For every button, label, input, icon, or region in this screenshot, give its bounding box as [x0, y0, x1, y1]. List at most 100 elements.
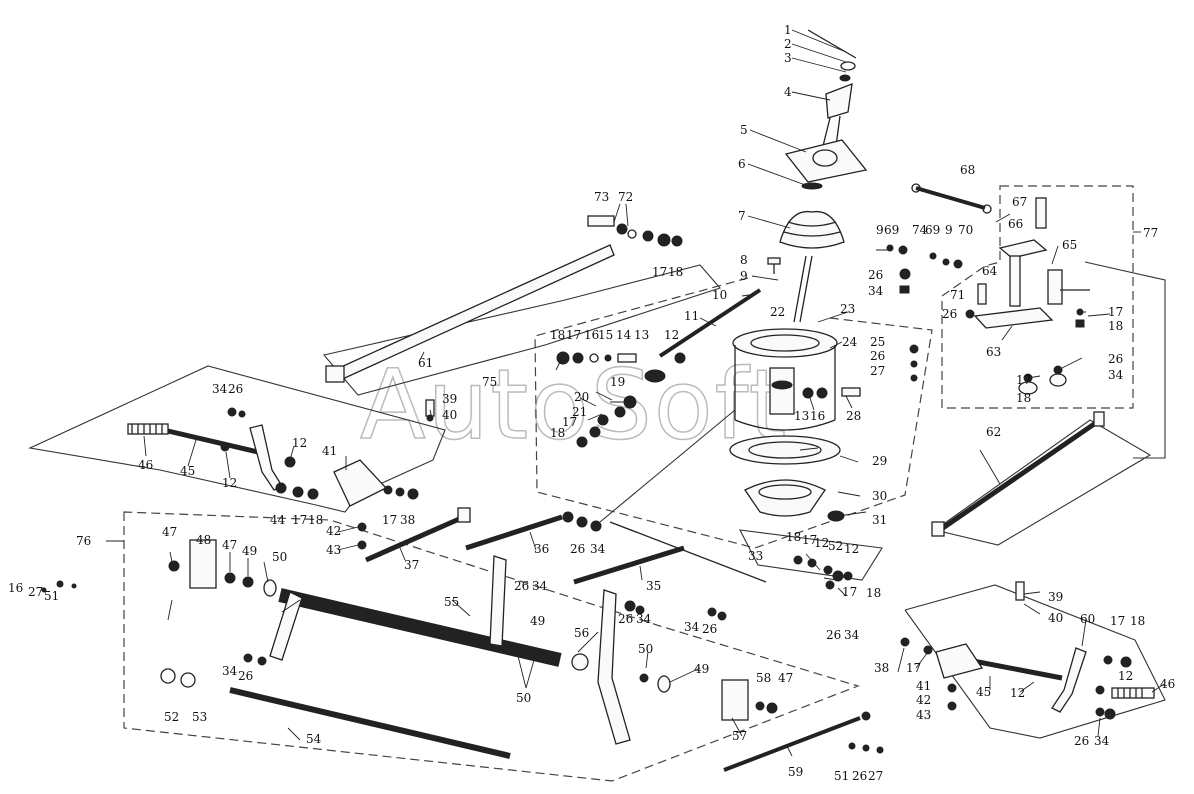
callout: 16 [8, 581, 23, 595]
top-left-rod-plane [322, 264, 721, 396]
callout: 68 [960, 163, 975, 177]
callout: 72 [618, 190, 633, 204]
callout: 13 [794, 409, 809, 423]
callout: 34 [1094, 734, 1110, 748]
callout: 41 [916, 679, 931, 693]
group-77-inner-plane [1084, 261, 1166, 459]
callout: 27 [868, 769, 883, 783]
callout: 14 [616, 328, 632, 342]
callout: 17 [802, 533, 817, 547]
group-label-75: 75 [482, 375, 497, 389]
callout: 18 [786, 530, 801, 544]
callout: 17 [842, 585, 857, 599]
callout: 5 [740, 123, 748, 137]
callout: 30 [872, 489, 887, 503]
callout: 12 [1118, 669, 1133, 683]
callout: 15 [598, 328, 613, 342]
callout: 47 [778, 671, 793, 685]
rod-61 [325, 215, 683, 383]
callout: 67 [1012, 195, 1027, 209]
callout: 69 [925, 223, 940, 237]
callout: 7 [738, 209, 746, 223]
callout: 70 [958, 223, 973, 237]
callout: 44 [270, 513, 286, 527]
callout: 18 [1016, 391, 1031, 405]
callout: 66 [1008, 217, 1023, 231]
right-rod-plane [933, 419, 1152, 546]
callout: 49 [530, 614, 545, 628]
right-linkage [900, 411, 1155, 720]
callout: 18 [550, 426, 565, 440]
callout: 31 [872, 513, 887, 527]
callout: 59 [788, 765, 803, 779]
callout: 12 [844, 542, 859, 556]
callout: 48 [196, 533, 211, 547]
callout: 18 [308, 513, 323, 527]
callout: 26 [702, 622, 717, 636]
callout: 38 [400, 513, 415, 527]
callout: 51 [44, 589, 59, 603]
group-76-boundary [123, 511, 860, 782]
callout: 43 [326, 543, 341, 557]
callout: 21 [572, 405, 587, 419]
callout: 41 [322, 444, 337, 458]
callout: 13 [634, 328, 649, 342]
callout: 46 [1160, 677, 1175, 691]
callout: 37 [404, 558, 419, 572]
callout: 2 [784, 37, 792, 51]
callout: 17 [906, 661, 921, 675]
shifter-housing [729, 328, 845, 522]
callout: 20 [574, 390, 589, 404]
callout: 18 [668, 265, 683, 279]
callout: 62 [986, 425, 1001, 439]
callout: 26 [228, 382, 243, 396]
callout: 46 [138, 458, 153, 472]
callout: 26 [238, 669, 253, 683]
callout: 17 [566, 328, 581, 342]
callout: 50 [272, 550, 287, 564]
callout: 19 [610, 375, 625, 389]
callout: 8 [740, 253, 748, 267]
callout: 43 [916, 708, 931, 722]
callout: 71 [950, 288, 965, 302]
callout: 58 [756, 671, 771, 685]
callout: 34 [532, 579, 548, 593]
group-label-76: 76 [76, 534, 91, 548]
callout: 23 [840, 302, 855, 316]
callout: 18 [1130, 614, 1145, 628]
callout: 26 [570, 542, 585, 556]
callout: 27 [870, 364, 885, 378]
callout: 40 [1048, 611, 1063, 625]
callout: 26 [1108, 352, 1123, 366]
callout: 17 [652, 265, 667, 279]
callout: 65 [1062, 238, 1077, 252]
right-linkage-plane [904, 584, 1166, 739]
callout: 9 [876, 223, 884, 237]
callout: 26 [826, 628, 841, 642]
callout: 73 [594, 190, 609, 204]
callout: 53 [192, 710, 207, 724]
callout: 17 [292, 513, 307, 527]
callout: 61 [418, 356, 433, 370]
callout: 12 [292, 436, 307, 450]
callout: 50 [516, 691, 531, 705]
center-pointer [599, 409, 736, 523]
callout: 10 [712, 288, 727, 302]
callout: 55 [444, 595, 459, 609]
callout: 34 [636, 612, 652, 626]
callout: 52 [828, 539, 843, 553]
callout: 17 [1110, 614, 1125, 628]
callout: 18 [550, 328, 565, 342]
callout: 34 [868, 284, 884, 298]
callout: 34 [222, 664, 238, 678]
callout: 3 [784, 51, 792, 65]
callout: 74 [912, 223, 928, 237]
callout: 45 [976, 685, 991, 699]
callout: 6 [738, 157, 746, 171]
callout: 16 [584, 328, 599, 342]
callout: 26 [942, 307, 957, 321]
callout: 26 [852, 769, 867, 783]
callout: 17 [1108, 305, 1123, 319]
callout: 35 [646, 579, 661, 593]
